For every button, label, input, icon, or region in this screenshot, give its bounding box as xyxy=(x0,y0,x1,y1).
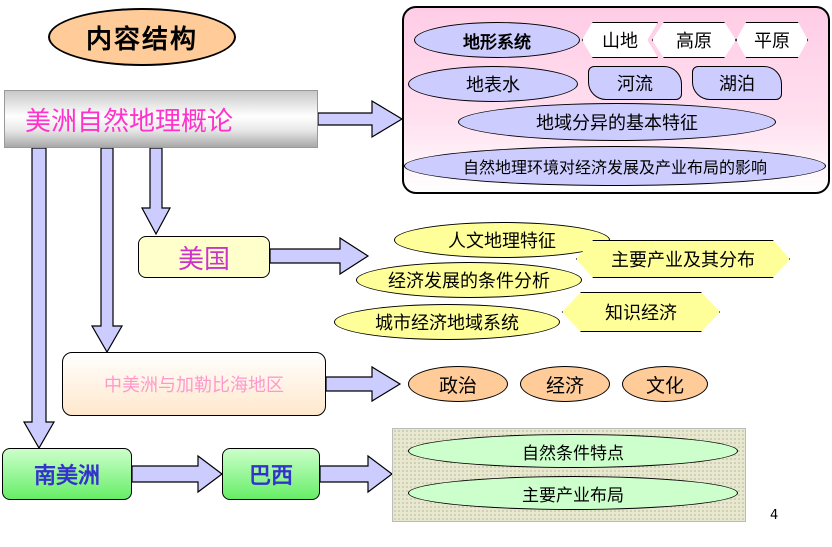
usa-topic-human-geography: 人文地理特征 xyxy=(394,222,610,258)
carib-topic-politics: 政治 xyxy=(408,366,508,402)
landform-tag-mountain: 山地 xyxy=(582,22,658,58)
page-title: 内容结构 xyxy=(48,8,236,66)
water-tag-river: 河流 xyxy=(588,66,682,100)
central-america-caribbean-box: 中美洲与加勒比海地区 xyxy=(62,352,326,416)
arrow-south-to-brazil xyxy=(131,454,223,494)
arrow-usa-to-topics xyxy=(269,236,370,276)
carib-topic-culture: 文化 xyxy=(622,366,708,402)
arrow-carib-to-topics xyxy=(325,365,402,403)
arrow-down-to-usa xyxy=(140,147,172,236)
arrow-down-to-carib xyxy=(90,147,124,354)
brazil-topic-industry-layout: 主要产业布局 xyxy=(408,476,738,510)
landform-tag-plateau: 高原 xyxy=(652,22,736,58)
brazil-topic-natural-conditions: 自然条件特点 xyxy=(408,434,738,468)
usa-topic-development-conditions: 经济发展的条件分析 xyxy=(356,262,582,298)
surface-water-oval: 地表水 xyxy=(408,66,578,102)
south-america-box: 南美洲 xyxy=(2,448,132,500)
landform-tag-plain: 平原 xyxy=(736,22,808,58)
page-number: 4 xyxy=(770,508,779,523)
environment-impact-oval: 自然地理环境对经济发展及产业布局的影响 xyxy=(404,146,826,186)
main-topic-bar: 美洲自然地理概论 xyxy=(4,90,318,148)
regional-differentiation-oval: 地域分异的基本特征 xyxy=(458,103,776,141)
arrow-brazil-to-topics xyxy=(319,454,393,494)
arrow-main-to-natural xyxy=(317,99,404,139)
usa-topic-urban-economic-system: 城市经济地域系统 xyxy=(334,304,560,340)
usa-topic-main-industries: 主要产业及其分布 xyxy=(576,240,790,278)
usa-topic-knowledge-economy: 知识经济 xyxy=(562,292,720,332)
carib-topic-economy: 经济 xyxy=(520,366,610,402)
landform-system-oval: 地形系统 xyxy=(414,22,580,58)
usa-box: 美国 xyxy=(138,236,270,278)
water-tag-lake: 湖泊 xyxy=(692,66,782,100)
arrow-down-to-south xyxy=(22,147,56,450)
brazil-box: 巴西 xyxy=(222,448,320,500)
